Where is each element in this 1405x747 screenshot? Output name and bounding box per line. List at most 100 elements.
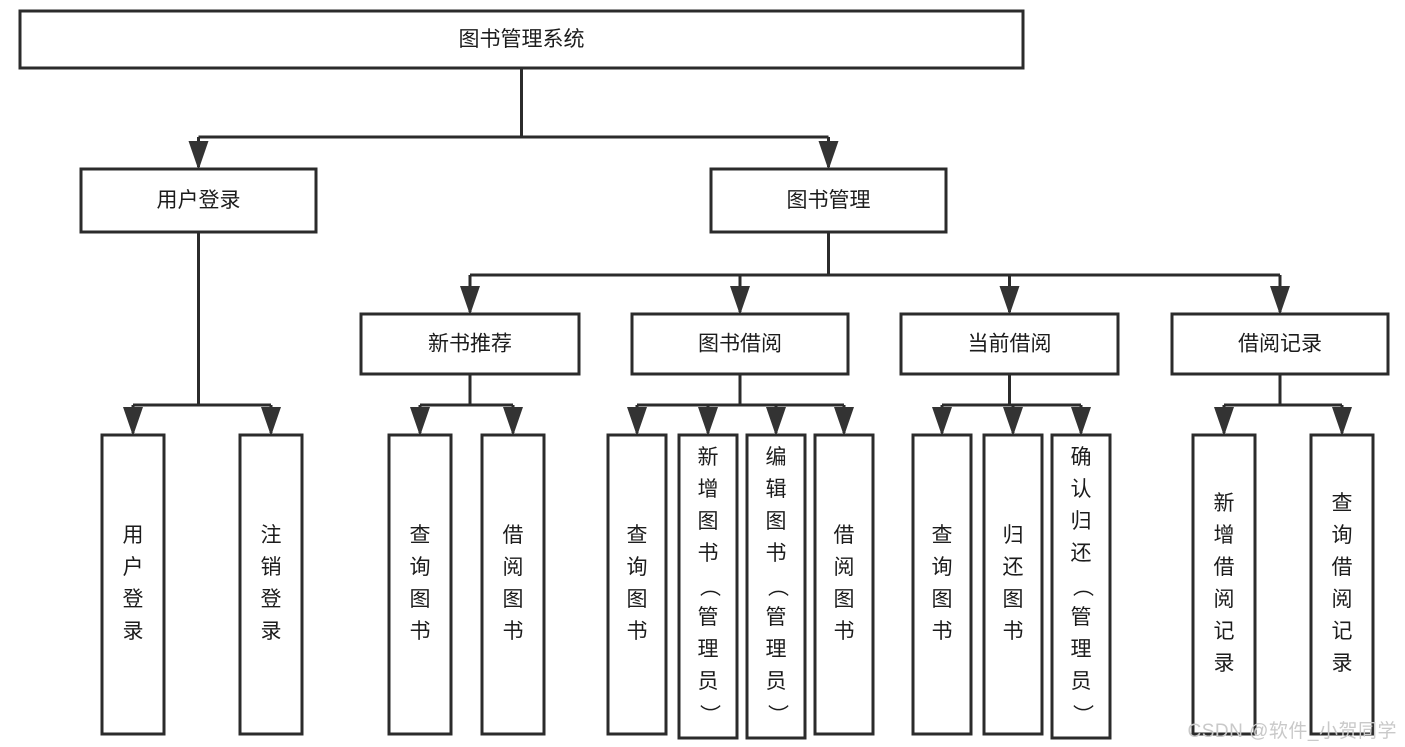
node-label-char: 归 [1003,524,1024,547]
arrow-head-icon [627,407,647,436]
node-book-manage[interactable]: 图书管理 [709,167,948,234]
node-current-borrow[interactable]: 当前借阅 [899,312,1120,376]
connectors-layer [123,68,1352,436]
node-label-char: 询 [1332,524,1353,547]
node-label-char: 阅 [1332,588,1353,611]
node-label-char: 书 [627,620,648,643]
node-new-book-rec[interactable]: 新书推荐 [359,312,581,376]
node-box [982,433,1044,736]
node-box [100,433,166,736]
node-label-char: 查 [627,524,648,547]
node-label-char: 用 [123,524,144,547]
node-label-char: 管 [698,606,719,629]
arrow-head-icon [1003,407,1023,436]
node-label-char: 员 [766,670,787,693]
arrow-head-icon [818,141,839,170]
node-label-char: 新 [698,446,719,469]
node-label-char: 书 [698,542,719,565]
arrow-head-icon [460,286,480,315]
node-label-char: 书 [932,620,953,643]
node-root[interactable]: 图书管理系统 [18,9,1025,70]
node-user-login[interactable]: 用户登录 [79,167,318,234]
nodes-layer: 图书管理系统用户登录图书管理新书推荐图书借阅当前借阅借阅记录用户登录注销登录查询… [18,9,1390,740]
node-book-borrow[interactable]: 图书借阅 [630,312,850,376]
node-label-char: 询 [932,556,953,579]
node-label-char: 理 [766,638,787,661]
node-label-char: 图 [766,510,787,533]
node-label-char: （ [1070,576,1093,597]
node-label-char: 确 [1071,446,1092,469]
arrow-head-icon [188,141,209,170]
node-label-char: 阅 [834,556,855,579]
arrow-head-icon [410,407,430,436]
node-label-char: 还 [1003,556,1024,579]
node-label-char: 归 [1071,510,1092,533]
node-label-char: 阅 [1214,588,1235,611]
node-label-char: 查 [1332,492,1353,515]
node-label-char: 理 [698,638,719,661]
node-label: 新书推荐 [428,333,512,356]
node-label-char: 图 [410,588,431,611]
node-label-char: 记 [1214,620,1235,643]
node-leaf-user-login[interactable]: 用户登录 [100,433,166,736]
node-box [79,167,318,234]
node-label-char: 登 [123,588,144,611]
node-label-char: 增 [1214,524,1235,547]
arrow-head-icon [1214,407,1234,436]
node-label-char: 录 [1332,652,1353,675]
node-label-char: 还 [1071,542,1092,565]
node-label-char: 图 [1003,588,1024,611]
node-label-char: 辑 [766,478,787,501]
node-label-char: 查 [932,524,953,547]
node-label-char: 阅 [503,556,524,579]
arrow-head-icon [698,407,718,436]
arrow-head-icon [1332,407,1352,436]
node-box [1309,433,1375,736]
node-label-char: 录 [261,620,282,643]
node-label-char: 注 [261,524,282,547]
arrow-head-icon [999,286,1020,315]
node-label-char: 图 [932,588,953,611]
node-box [813,433,875,736]
node-label-char: 增 [698,478,719,501]
node-label-char: 借 [834,524,855,547]
node-label-char: 销 [261,556,282,579]
node-label-char: 员 [698,670,719,693]
node-label-char: 询 [627,556,648,579]
node-box [1170,312,1390,376]
node-label-char: 管 [1071,606,1092,629]
node-label-char: 认 [1071,478,1092,501]
node-label-char: ） [1070,704,1093,725]
node-box [899,312,1120,376]
node-borrow-record[interactable]: 借阅记录 [1170,312,1390,376]
node-label-char: 书 [1003,620,1024,643]
arrow-head-icon [1270,286,1290,315]
node-box [1050,433,1112,740]
node-label-char: 书 [410,620,431,643]
node-label-char: 借 [1214,556,1235,579]
node-label: 图书管理系统 [459,28,585,51]
node-label-char: 登 [261,588,282,611]
arrow-head-icon [123,407,143,436]
node-label-char: 查 [410,524,431,547]
node-label: 借阅记录 [1238,333,1322,356]
node-label-char: ） [697,704,720,725]
node-label-char: （ [697,576,720,597]
node-label-char: 图 [834,588,855,611]
node-label-char: 记 [1332,620,1353,643]
node-box [18,9,1025,70]
node-box [387,433,453,736]
